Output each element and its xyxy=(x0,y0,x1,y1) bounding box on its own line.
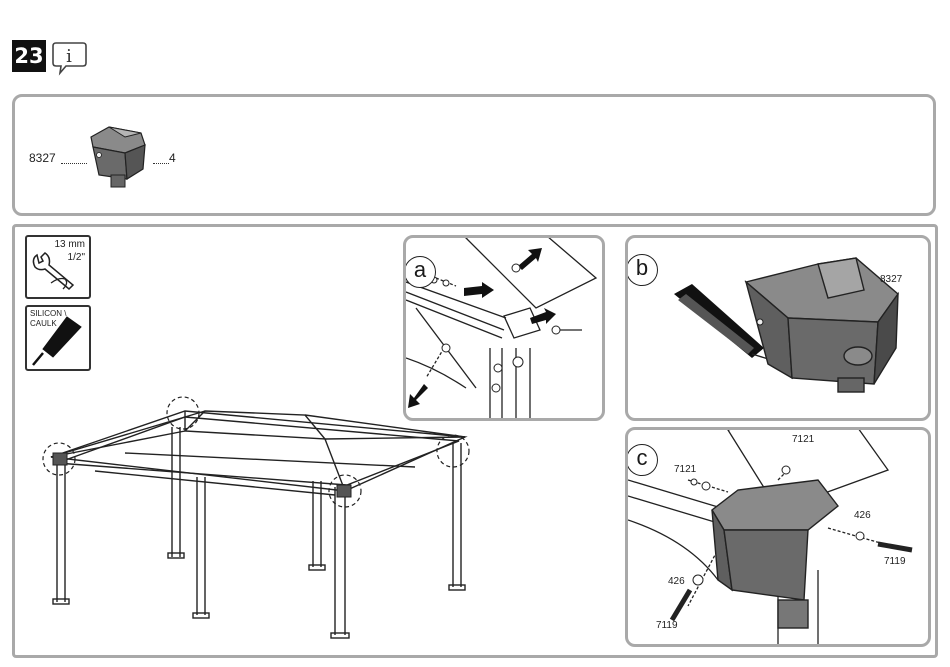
leader-dots xyxy=(153,163,169,164)
washer-top-label: 7121 xyxy=(792,434,814,445)
step-number-badge: 23 xyxy=(12,40,46,72)
washer-left-label: 7121 xyxy=(674,464,696,475)
detail-b-drawing xyxy=(628,238,928,418)
detail-c-panel: c 7121 7121 426 7119 426 7119 xyxy=(625,427,931,647)
washer-right-label: 426 xyxy=(854,510,871,521)
info-speech-icon[interactable]: i xyxy=(52,40,88,80)
assembly-panel: 13 mm 1/2" SILICON \ CAULK xyxy=(12,224,938,658)
leader-dots xyxy=(61,163,87,164)
detail-b-label: b xyxy=(626,254,658,286)
detail-c-drawing xyxy=(628,430,928,644)
detail-c-label: c xyxy=(626,444,658,476)
bolt-bottom-label: 7119 xyxy=(656,620,678,631)
part-quantity: 4 xyxy=(169,151,176,165)
detail-b-part-number: 8327 xyxy=(880,274,902,285)
parts-panel: 8327 4 xyxy=(12,94,936,216)
detail-a-label: a xyxy=(404,256,436,288)
bolt-right-label: 7119 xyxy=(884,556,906,567)
washer-bottom-label: 426 xyxy=(668,576,685,587)
corner-bracket-icon xyxy=(85,123,149,197)
wrench-tool-box: 13 mm 1/2" xyxy=(25,235,91,299)
svg-text:i: i xyxy=(66,46,72,67)
caulk-tube-icon xyxy=(29,311,87,367)
wrench-icon xyxy=(29,249,79,295)
gazebo-frame-illustration xyxy=(35,387,485,649)
caulk-tool-box: SILICON \ CAULK xyxy=(25,305,91,371)
detail-a-drawing xyxy=(406,238,602,418)
detail-a-panel: a xyxy=(403,235,605,421)
part-number-label: 8327 xyxy=(29,151,56,165)
detail-b-panel: b 8327 xyxy=(625,235,931,421)
